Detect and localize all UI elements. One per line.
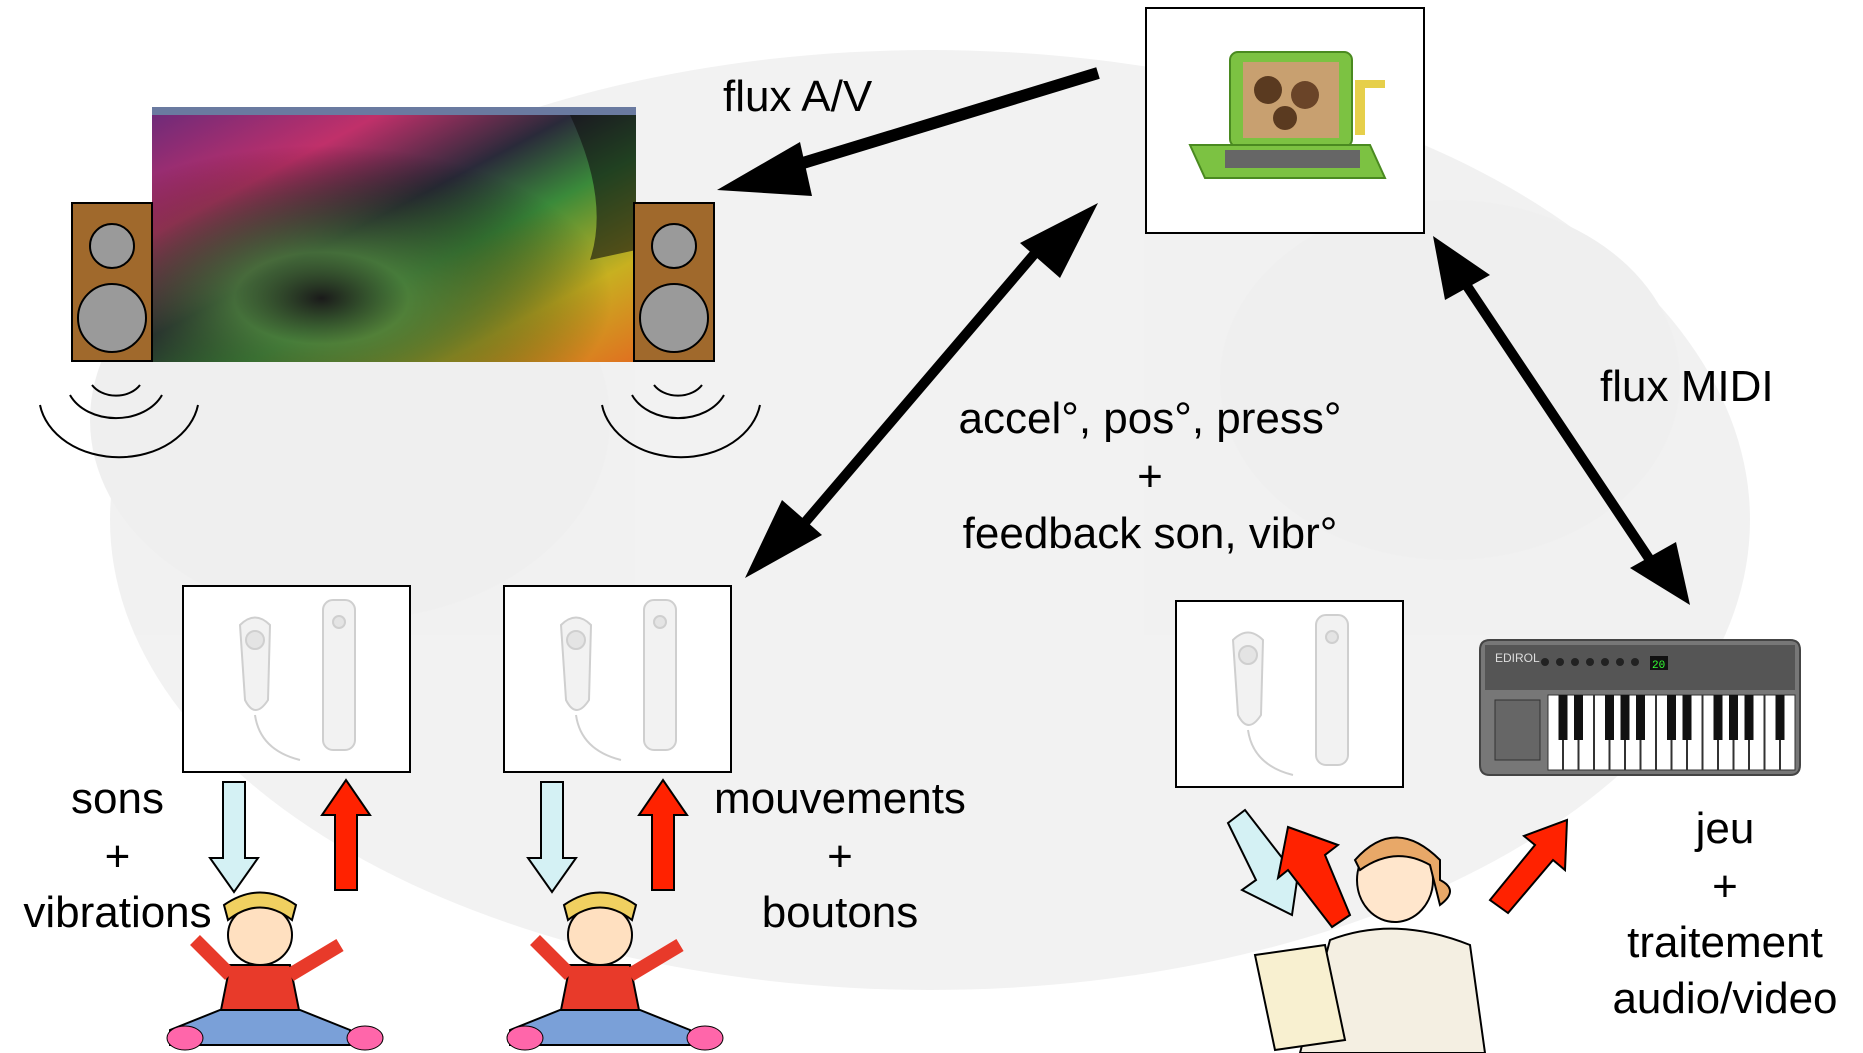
arrow-up-red-keyboard	[1488, 818, 1569, 915]
keyboard-keys	[1547, 694, 1796, 771]
label-center-plus: +	[1137, 452, 1163, 501]
arrow-laptop-wiimote	[745, 203, 1098, 578]
arrow-up-red-therapist	[1276, 825, 1352, 929]
arrow-laptop-keyboard	[1433, 236, 1690, 605]
wiimote-box-middle	[503, 585, 732, 773]
arrow-down-lightblue-middle	[526, 781, 578, 894]
keyboard-black-key	[1729, 695, 1738, 740]
speaker-left	[71, 202, 153, 362]
keyboard-black-key	[1667, 695, 1676, 740]
keyboard-brand: EDIROL	[1495, 651, 1540, 665]
keyboard-black-key	[1775, 695, 1785, 740]
label-left-line1: sons	[71, 774, 164, 823]
keyboard-black-key	[1605, 695, 1614, 740]
child-middle	[506, 891, 724, 1051]
label-right-line2: traitement	[1627, 918, 1823, 967]
sound-waves-left	[39, 384, 199, 459]
keyboard-black-key	[1558, 695, 1568, 740]
arrow-up-red-middle	[637, 778, 689, 891]
arrow-down-lightblue-left	[208, 781, 260, 894]
wiimote-nunchuk-icon	[559, 599, 677, 761]
keyboard-black-key	[1682, 695, 1692, 740]
keyboard-black-key	[1744, 695, 1754, 740]
keyboard-black-key	[1636, 695, 1645, 740]
sound-waves-right	[601, 384, 761, 459]
label-left-plus: +	[104, 832, 131, 881]
label-flux-midi: flux MIDI	[1600, 362, 1774, 411]
laptop-icon	[1188, 51, 1387, 179]
arrow-diag-lightblue-right	[1226, 808, 1302, 917]
label-center-line2: feedback son, vibr°	[962, 509, 1338, 558]
label-right-plus: +	[1712, 862, 1738, 911]
label-mid-line2: boutons	[761, 888, 919, 937]
arrow-up-red-left	[320, 778, 372, 891]
speaker-right	[633, 202, 715, 362]
wiimote-nunchuk-icon	[238, 599, 356, 761]
child-left	[166, 891, 384, 1051]
arrow-laptop-to-display	[717, 67, 1100, 196]
wiimote-box-right	[1175, 600, 1404, 788]
label-center-line1: accel°, pos°, press°	[958, 394, 1342, 443]
keyboard-black-key	[1574, 695, 1583, 740]
keyboard-black-key	[1620, 695, 1630, 740]
label-left-line2: vibrations	[23, 888, 212, 937]
label-mid-plus: +	[827, 832, 853, 881]
label-right-line1: jeu	[1695, 804, 1755, 853]
wiimote-box-left	[182, 585, 411, 773]
wiimote-nunchuk-icon	[1231, 614, 1349, 776]
midi-keyboard-icon: EDIROL 20	[1479, 639, 1801, 776]
laptop-box	[1145, 7, 1425, 234]
keyboard-display: 20	[1652, 660, 1665, 672]
label-right-line3: audio/video	[1612, 974, 1838, 1023]
display-screen	[152, 107, 636, 362]
therapist	[1253, 836, 1487, 1053]
keyboard-black-key	[1713, 695, 1723, 740]
label-mid-line1: mouvements	[714, 774, 966, 823]
label-flux-av: flux A/V	[723, 72, 873, 121]
